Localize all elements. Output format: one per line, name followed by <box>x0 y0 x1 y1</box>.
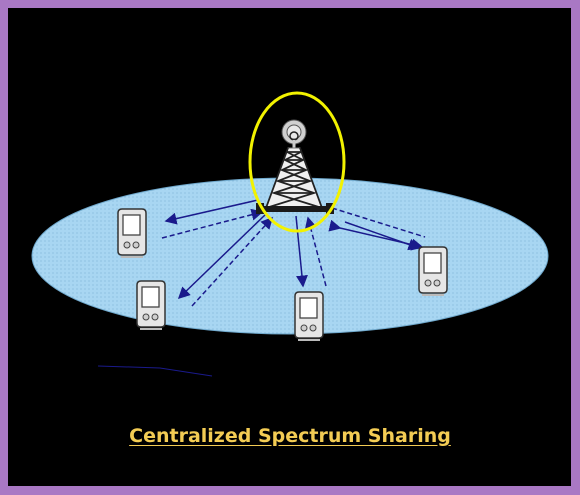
link-solid-lower-left <box>177 213 267 300</box>
link-right <box>328 219 424 251</box>
pda-handheld-icon <box>294 291 324 341</box>
highlight-ring <box>248 91 346 233</box>
cell-tower-icon <box>256 119 334 214</box>
link-solid-left <box>164 199 259 225</box>
pda-handheld-icon <box>418 246 448 296</box>
diagram-caption: Centralized Spectrum Sharing <box>129 425 451 447</box>
link-dashed-lower-left <box>191 216 274 307</box>
link-solid-bottom <box>295 215 308 288</box>
legend-line <box>97 365 213 377</box>
pda-handheld-icon <box>117 208 147 258</box>
pda-handheld-icon <box>136 280 166 330</box>
tower-device-links <box>161 199 426 307</box>
link-dashed-left <box>161 208 264 239</box>
link-dashed-right <box>331 207 426 238</box>
